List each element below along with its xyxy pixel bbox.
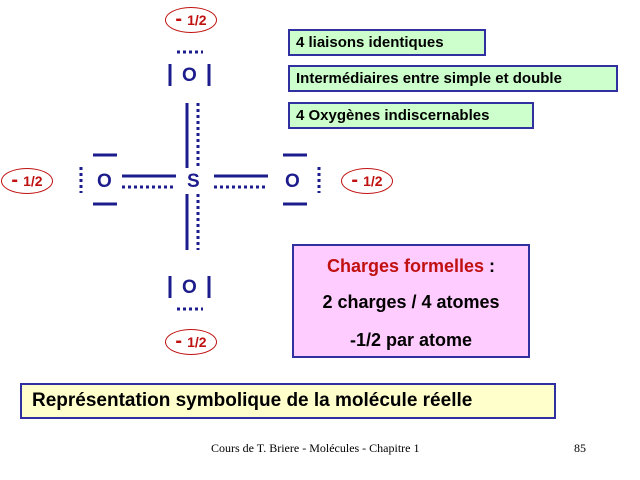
formal-charges-box: Charges formelles : 2 charges / 4 atomes… — [292, 244, 530, 358]
formal-charges-count: 2 charges / 4 atomes — [322, 292, 500, 312]
charge-value: 1/2 — [363, 173, 383, 189]
lone-pairs-top-oxygen — [168, 50, 211, 86]
bond-bottom — [185, 194, 200, 250]
charge-value: 1/2 — [187, 334, 207, 350]
bond-left — [122, 174, 176, 189]
oxygen-atom-left: O — [97, 171, 112, 192]
oxygen-atom-bottom: O — [182, 277, 197, 298]
lone-pairs-left-oxygen — [79, 153, 117, 206]
charge-value: 1/2 — [187, 12, 207, 28]
charge-value: 1/2 — [23, 173, 43, 189]
bond-top — [185, 103, 200, 168]
charge-sign: - — [11, 168, 19, 191]
oxygen-atom-top: O — [182, 65, 197, 86]
charge-sign: - — [175, 7, 183, 30]
info-box-identical-bonds: 4 liaisons identiques — [288, 29, 486, 56]
charge-sign: - — [175, 329, 183, 352]
formal-charges-title: Charges formelles : — [294, 256, 528, 277]
charge-bottom: - 1/2 — [165, 329, 217, 355]
charge-sign: - — [351, 168, 359, 191]
sulfur-atom: S — [187, 171, 200, 192]
footer-text: Cours de T. Briere - Molécules - Chapitr… — [211, 441, 420, 455]
formal-charges-title-text: Charges formelles — [326, 256, 485, 276]
formal-charges-title-colon: : — [484, 256, 496, 276]
lone-pairs-bottom-oxygen — [168, 276, 211, 311]
caption-box: Représentation symbolique de la molécule… — [20, 383, 556, 419]
charge-left: - 1/2 — [1, 168, 53, 194]
oxygen-atom-right: O — [285, 171, 300, 192]
bond-right — [214, 174, 268, 189]
lone-pairs-right-oxygen — [283, 153, 321, 206]
charge-right: - 1/2 — [341, 168, 393, 194]
charge-top: - 1/2 — [165, 7, 217, 33]
formal-charges-per-atom: -1/2 par atome — [349, 330, 473, 350]
info-box-intermediate-bonds: Intermédiaires entre simple et double — [288, 65, 618, 92]
page-number: 85 — [574, 441, 586, 455]
info-box-indistinguishable-oxygens: 4 Oxygènes indiscernables — [288, 102, 534, 129]
